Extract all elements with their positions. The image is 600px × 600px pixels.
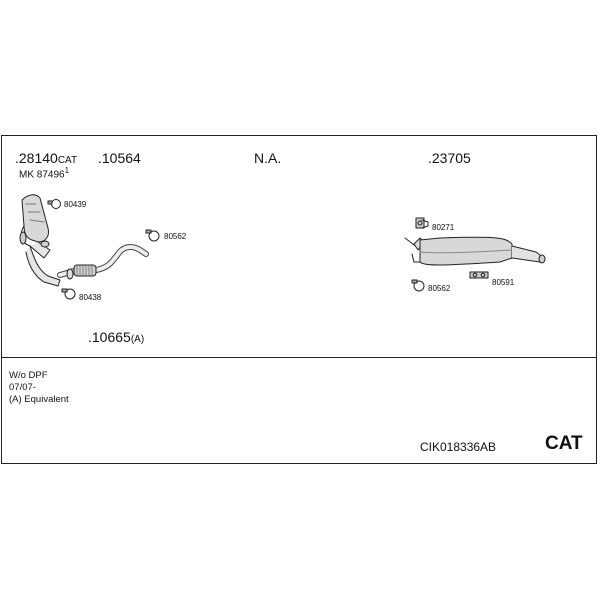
- part-label-na: N.A.: [254, 150, 282, 166]
- catalytic-converter-icon: [19, 194, 61, 287]
- accessory-label-80439: 80439: [64, 200, 87, 209]
- part-label-10665: .10665(A): [88, 329, 145, 345]
- accessory-label-80438: 80438: [79, 293, 102, 302]
- part-label-23705: .23705: [428, 150, 471, 166]
- hanger-80591-icon: [469, 271, 489, 279]
- notes-divider: [1, 357, 597, 358]
- note-equivalent: (A) Equivalent: [9, 394, 69, 405]
- clamp-80438-icon: [61, 288, 76, 300]
- clamp-80562-right-icon: [411, 279, 425, 292]
- note-date-range: 07/07-: [9, 382, 36, 393]
- rear-silencer-icon: [404, 236, 546, 266]
- front-pipe-icon: [57, 244, 149, 280]
- accessory-label-80562-left: 80562: [164, 232, 187, 241]
- part-sub-mk87496: MK 874961: [19, 166, 70, 181]
- clamp-80439-icon: [47, 199, 61, 209]
- part-label-10564: .10564: [98, 150, 141, 166]
- part-label-28140: .28140CAT: [15, 150, 78, 166]
- hanger-80271-icon: [415, 217, 429, 229]
- note-without-dpf: W/o DPF: [9, 370, 48, 381]
- kit-code: CIK018336AB: [420, 440, 497, 454]
- accessory-label-80562-right: 80562: [428, 284, 451, 293]
- diagram-frame: [1, 135, 597, 464]
- brand-label: CAT: [545, 433, 583, 454]
- accessory-label-80271: 80271: [432, 223, 455, 232]
- clamp-80562-left-icon: [145, 229, 160, 242]
- accessory-label-80591: 80591: [492, 278, 515, 287]
